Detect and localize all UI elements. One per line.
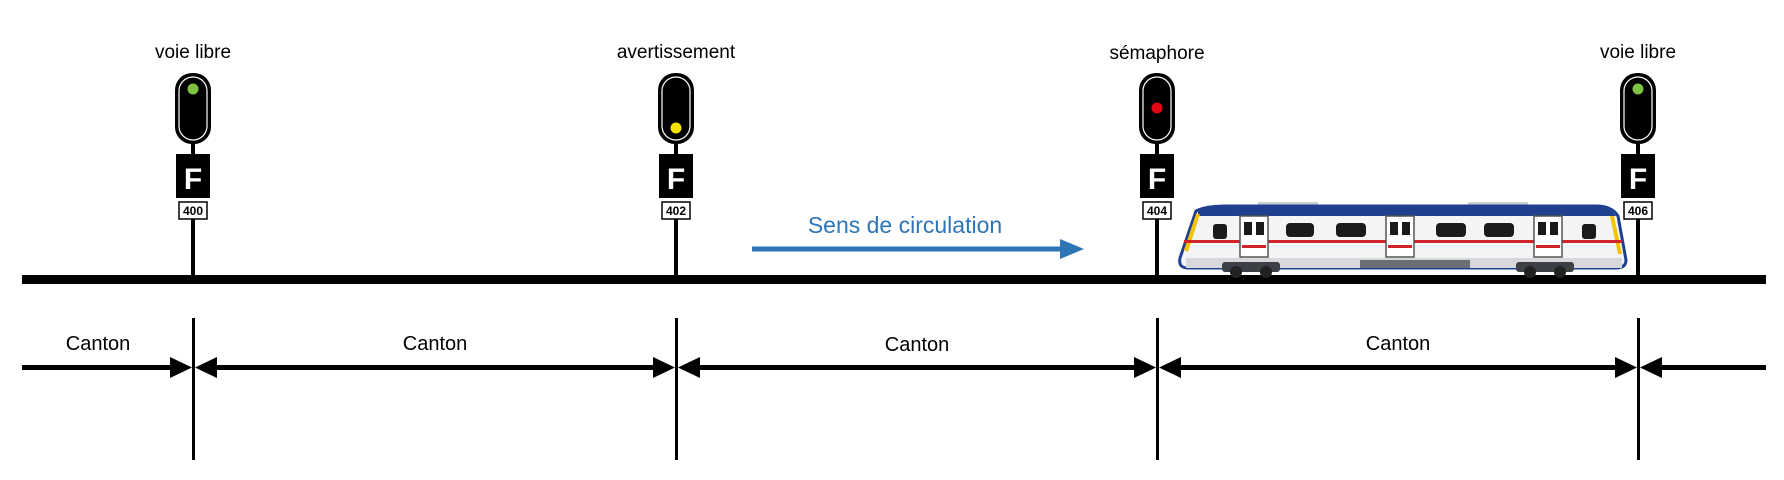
signal-lamp-green — [1632, 83, 1644, 95]
signal-406: voie libre F 406 — [1600, 42, 1676, 277]
signal-lamp-green — [187, 83, 199, 95]
block-boundary — [192, 318, 195, 460]
block-label: Canton — [1366, 333, 1431, 355]
block-boundary — [675, 318, 678, 460]
signal-lamp-red — [1151, 102, 1163, 114]
signal-plate — [176, 154, 210, 198]
arrowhead-icon — [1134, 357, 1156, 378]
signal-head-icon — [1620, 73, 1656, 144]
signal-plate-letter: F — [1629, 163, 1647, 196]
signal-plate — [1621, 154, 1655, 198]
signal-plate — [1140, 154, 1174, 198]
block-boundary — [1156, 318, 1159, 460]
direction-arrowhead-icon — [1060, 239, 1084, 259]
signal-head-icon — [175, 73, 211, 144]
signal-state-label: avertissement — [617, 42, 736, 63]
signal-lamp-yellow — [670, 122, 682, 134]
signal-state-label: voie libre — [1600, 42, 1676, 63]
signal-number: 402 — [666, 204, 686, 218]
signal-402: avertissement F 402 — [617, 42, 736, 277]
direction-label: Sens de circulation — [808, 212, 1002, 238]
direction-indicator: Sens de circulation — [752, 212, 1084, 259]
arrowhead-icon — [653, 357, 675, 378]
signal-number: 406 — [1628, 204, 1648, 218]
signal-plate-letter: F — [667, 163, 685, 196]
block-label: Canton — [885, 334, 950, 356]
signal-404: sémaphore F 404 — [1109, 43, 1205, 277]
signal-plate-letter: F — [1148, 163, 1166, 196]
signal-400: voie libre F 400 — [155, 42, 231, 277]
signal-state-label: sémaphore — [1109, 43, 1204, 64]
arrowhead-icon — [1615, 357, 1637, 378]
passenger-train-icon — [1178, 202, 1628, 278]
signal-post — [1636, 219, 1640, 277]
signal-state-label: voie libre — [155, 42, 231, 63]
signal-post — [191, 219, 195, 277]
signal-plate-letter: F — [184, 163, 202, 196]
block-dimensions: Canton Canton Canton Canton — [22, 318, 1766, 460]
signal-number: 400 — [183, 204, 203, 218]
block-boundary — [1637, 318, 1640, 460]
block-label: Canton — [66, 333, 131, 355]
signal-post — [674, 219, 678, 277]
arrowhead-icon — [678, 357, 700, 378]
arrowhead-icon — [1640, 357, 1662, 378]
block-label: Canton — [403, 333, 468, 355]
signal-head-icon — [658, 73, 694, 144]
main-track — [22, 275, 1766, 284]
signal-post — [1155, 219, 1159, 277]
signal-plate — [659, 154, 693, 198]
signal-number: 404 — [1147, 204, 1167, 218]
arrowhead-icon — [195, 357, 217, 378]
arrowhead-icon — [1159, 357, 1181, 378]
arrowhead-icon — [170, 357, 192, 378]
